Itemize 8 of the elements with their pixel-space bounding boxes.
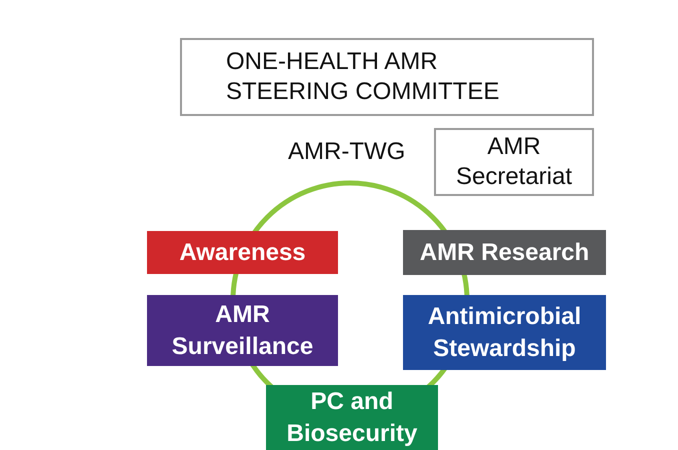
- workstream-box: AMR Research: [403, 230, 606, 275]
- workstream-box: AMR Surveillance: [147, 295, 338, 366]
- committee-box: AMR Secretariat: [434, 128, 594, 196]
- group-label: AMR-TWG: [288, 138, 406, 166]
- workstream-box: Awareness: [147, 231, 338, 274]
- workstream-box: PC and Biosecurity: [266, 385, 438, 450]
- workstream-box: Antimicrobial Stewardship: [403, 295, 606, 370]
- committee-box: ONE-HEALTH AMR STEERING COMMITTEE: [180, 38, 594, 116]
